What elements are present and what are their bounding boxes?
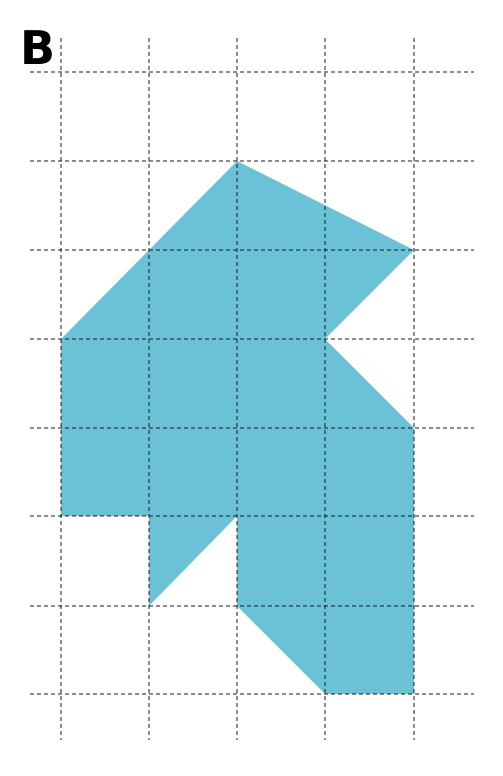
shape-layer: [61, 161, 414, 694]
grid-layer: [30, 38, 474, 740]
shaded-shape: [61, 161, 414, 694]
panel-label: B: [20, 21, 55, 75]
